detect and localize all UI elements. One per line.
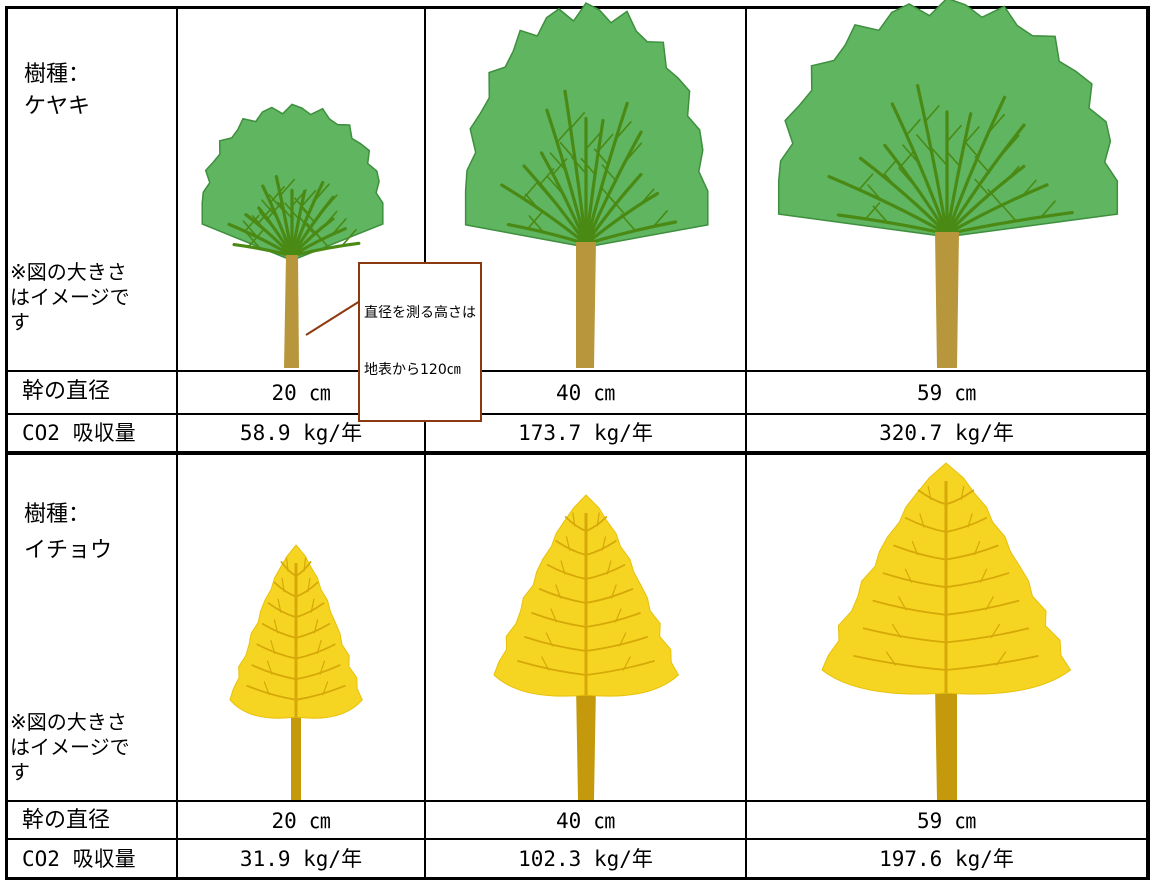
diameter-value: 40 ㎝ <box>556 381 615 405</box>
ginkgo-tree-large <box>821 462 1072 800</box>
diameter-value: 20 ㎝ <box>271 381 331 405</box>
zelkova-tree-small <box>201 103 384 368</box>
co2-value: 102.3 kg/年 <box>518 847 653 871</box>
diameter-value: 20 ㎝ <box>271 809 331 833</box>
diameter-value: 59 ㎝ <box>917 381 976 405</box>
species-label: 樹種： <box>24 62 91 87</box>
zelkova-tree-large <box>777 0 1119 368</box>
co2-value: 31.9 kg/年 <box>239 847 363 871</box>
measurement-callout: 直径を測る高さは 地表から120㎝ <box>358 262 482 422</box>
co2-value: 320.7 kg/年 <box>879 421 1014 445</box>
co2-value: 197.6 kg/年 <box>879 847 1014 871</box>
ginkgo-tree-small <box>229 544 363 800</box>
species-name: イチョウ <box>24 538 113 563</box>
diameter-label: 幹の直径 <box>22 808 111 833</box>
zelkova-tree-medium <box>464 2 709 368</box>
species-label: 樹種： <box>24 502 91 527</box>
co2-label: CO2 吸収量 <box>22 421 136 445</box>
co2-value: 173.7 kg/年 <box>518 421 653 445</box>
diameter-value: 59 ㎝ <box>917 809 976 833</box>
ginkgo-tree-medium <box>493 494 680 800</box>
diameter-label: 幹の直径 <box>22 379 111 404</box>
species-name: ケヤキ <box>24 94 91 119</box>
co2-label: CO2 吸収量 <box>22 847 136 871</box>
co2-value: 58.9 kg/年 <box>239 421 363 445</box>
diameter-value: 40 ㎝ <box>556 809 615 833</box>
